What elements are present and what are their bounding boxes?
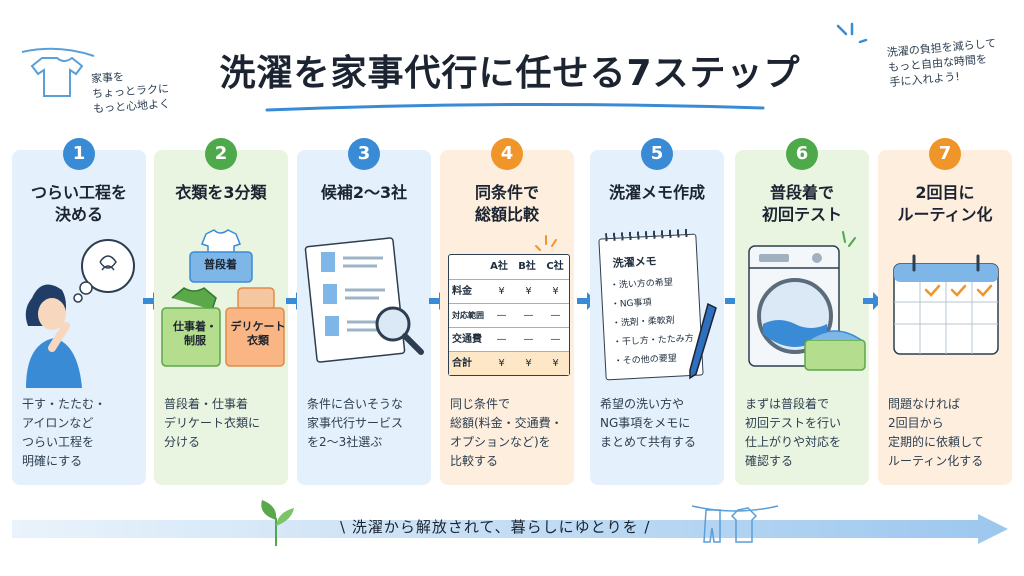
document-magnifier-illustration: [304, 237, 424, 363]
comparison-table: A社 B社 C社 料金 ¥ ¥ ¥ 対応範囲 — — — 交通費 — — — 合…: [448, 254, 570, 376]
step-desc-5: 希望の洗い方や NG事項をメモに まとめて共有する: [600, 397, 697, 449]
leaf-icon: [261, 500, 294, 546]
pen-icon: [689, 302, 717, 380]
arrow-right-icon: [863, 292, 882, 310]
table-cell: —: [496, 310, 507, 321]
step-title-3: 候補2〜3社: [320, 183, 408, 202]
step-desc-2: 普段着・仕事着 デリケート衣類に 分ける: [164, 397, 261, 449]
step-title-4: 同条件で 総額比較: [474, 183, 539, 224]
title-underline: [265, 102, 765, 112]
note-right: 洗濯の負担を減らして もっと自由な時間を 手に入れよう!: [886, 36, 997, 90]
table-cell: ¥: [498, 286, 505, 297]
table-row: 料金 ¥ ¥ ¥: [449, 280, 569, 304]
spiral-binding: [605, 228, 690, 242]
step-card-2: 2 衣類を3分類 普段着 仕事着・ 制服 デリケート 衣類 普段着・仕事着 デリ…: [154, 138, 288, 485]
basket-label-delicate: デリケート 衣類: [230, 320, 286, 347]
laundry-baskets-illustration: [161, 229, 285, 367]
table-cell: ¥: [525, 358, 532, 369]
step-card-6: 6 普段着で 初回テスト まずは普段着で 初回テストを行い 仕上がりや対応を 確…: [735, 138, 869, 485]
step-title-7: 2回目に ルーティン化: [897, 183, 993, 224]
table-cell: ¥: [552, 286, 559, 297]
table-row: 合計 ¥ ¥ ¥: [449, 352, 569, 375]
table-row-label: 交通費: [452, 334, 482, 345]
table-cell: ¥: [552, 358, 559, 369]
step-card-5: 5 洗濯メモ作成 洗濯メモ ・洗い方の希望 ・NG事項 ・洗剤・柔軟剤 ・干し方…: [590, 138, 724, 485]
table-row-label: 合計: [452, 358, 472, 369]
footer-slogan: \ 洗濯から解放されて、暮らしにゆとりを /: [340, 518, 651, 536]
step-desc-4: 同じ条件で 総額(料金・交通費・ オプションなど)を 比較する: [450, 397, 563, 468]
washing-machine-illustration: [748, 231, 866, 371]
table-cell: —: [496, 334, 507, 345]
step-title-5: 洗濯メモ作成: [608, 183, 705, 202]
table-header: C社: [546, 261, 564, 272]
step-card-3: 3 候補2〜3社 条件に合いそうな 家事代行サービス を2〜3社選ぶ: [297, 138, 431, 485]
note-left: 家事を ちょっとラクに もっと心地よく: [90, 70, 171, 116]
step-number-5: 5: [641, 138, 673, 170]
table-row-label: 料金: [452, 286, 472, 297]
step-number-3: 3: [348, 138, 380, 170]
table-cell: —: [523, 334, 534, 345]
thinking-woman-illustration: [25, 239, 135, 388]
step-desc-7: 問題なければ 2回目から 定期的に依頼して ルーティン化する: [888, 397, 984, 468]
table-cell: —: [550, 310, 561, 321]
table-header: B社: [518, 261, 536, 272]
calendar-illustration: [893, 254, 999, 355]
step-number-4: 4: [491, 138, 523, 170]
sparkle-icon: [535, 235, 557, 251]
table-cell: —: [523, 310, 534, 321]
table-header: A社: [490, 261, 508, 272]
table-row: 対応範囲 — — —: [449, 304, 569, 328]
shirt-hanger-icon: [21, 47, 95, 97]
step-title-1: つらい工程を 決める: [30, 183, 127, 224]
step-number-1: 1: [63, 138, 95, 170]
basket-label-everyday: 普段着: [204, 258, 237, 271]
step-desc-1: 干す・たたむ・ アイロンなど つらい工程を 明確にする: [22, 397, 107, 468]
basket-label-work: 仕事着・ 制服: [173, 320, 217, 347]
step-number-6: 6: [786, 138, 818, 170]
step-number-2: 2: [205, 138, 237, 170]
step-desc-6: まずは普段着で 初回テストを行い 仕上がりや対応を 確認する: [745, 397, 842, 468]
step-title-6: 普段着で 初回テスト: [761, 183, 842, 224]
clothesline-icon: [691, 505, 779, 543]
step-number-7: 7: [929, 138, 961, 170]
step-card-1: 1 つらい工程を 決める 干す・たたむ・ アイロンなど つらい工程を 明確にする: [12, 138, 146, 485]
step-desc-3: 条件に合いそうな 家事代行サービス を2〜3社選ぶ: [307, 397, 404, 449]
table-cell: ¥: [525, 286, 532, 297]
page-title: 洗濯を家事代行に任せる7ステップ: [219, 53, 801, 94]
step-card-4: 4 同条件で 総額比較 A社 B社 C社 料金 ¥ ¥ ¥ 対応範囲 — — —…: [440, 138, 574, 485]
table-cell: ¥: [498, 358, 505, 369]
table-row-label: 対応範囲: [452, 311, 484, 320]
sparkle-icon: [836, 22, 868, 44]
step-card-7: 7 2回目に ルーティン化 問題なければ 2回目から 定期的に依頼して ルーティ…: [878, 138, 1012, 485]
step-title-2: 衣類を3分類: [175, 183, 267, 202]
table-row: 交通費 — — —: [449, 328, 569, 352]
memo-heading: 洗濯メモ: [612, 254, 657, 270]
table-cell: —: [550, 334, 561, 345]
bottom-arrow-banner: [12, 514, 1008, 544]
